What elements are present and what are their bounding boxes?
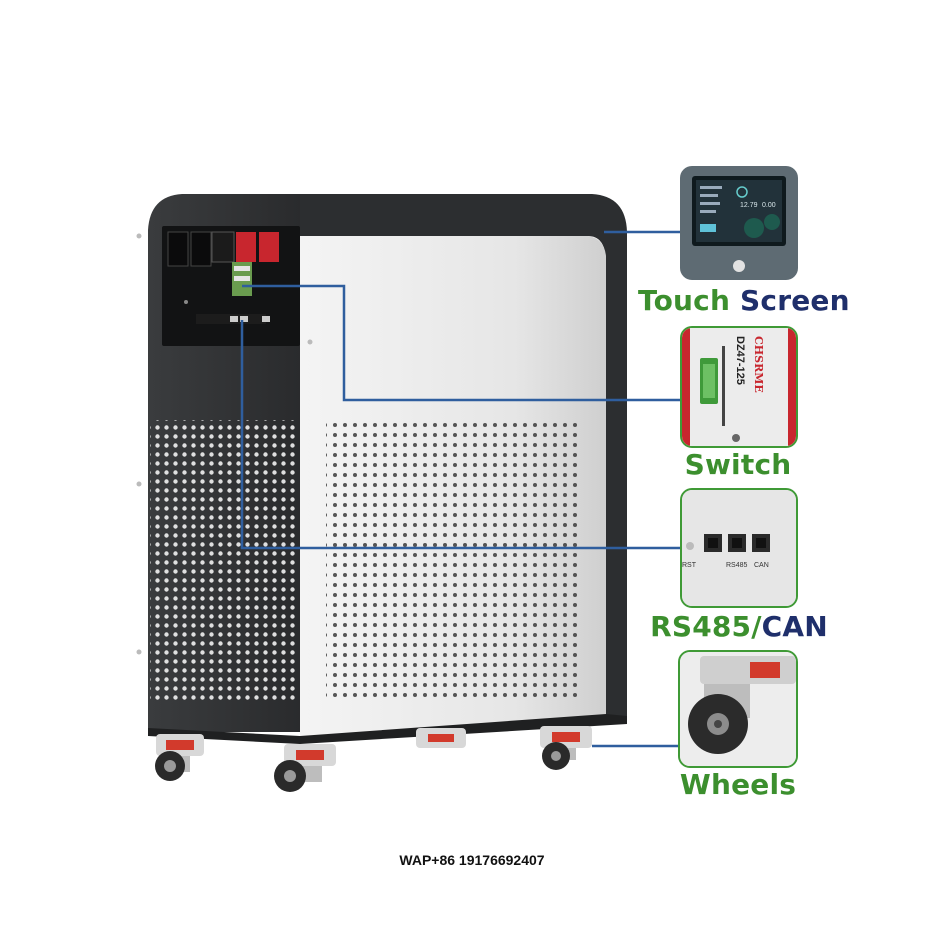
ports-callout: RST RS485 CAN — [680, 488, 798, 608]
ports-image — [682, 490, 796, 606]
leader-ports — [240, 320, 680, 550]
wheels-callout — [678, 650, 798, 768]
switch-callout: CHSRME DZ47-125 — [680, 326, 798, 448]
switch-model: DZ47-125 — [734, 336, 746, 385]
touch-screen-label: Touch Screen — [638, 284, 850, 317]
screen-readout-1: 12.79 — [740, 202, 758, 209]
contact-number: WAP+86 19176692407 — [399, 852, 545, 868]
touch-screen-image — [692, 176, 786, 272]
screen-readout-2: 0.00 — [762, 202, 776, 209]
switch-brand: CHSRME — [752, 336, 765, 393]
red-terminal-1 — [236, 232, 256, 262]
port-can-label: CAN — [754, 562, 769, 569]
wheel-front-left — [155, 734, 204, 781]
red-terminal-2 — [259, 232, 279, 262]
port-rst-label: RST — [682, 562, 696, 569]
port-rs485-label: RS485 — [726, 562, 748, 569]
leader-switch — [242, 284, 680, 402]
wheels-label: Wheels — [679, 768, 797, 801]
touch-screen-callout: 12.79 0.00 — [680, 166, 798, 280]
breaker-switch-image — [682, 328, 796, 446]
wheel-front-middle — [274, 744, 336, 792]
wheel-back-right — [540, 726, 592, 770]
leader-lines — [240, 230, 680, 748]
ports-label: RS485/CAN — [650, 610, 828, 643]
switch-label: Switch — [684, 448, 792, 481]
wheel-back-middle — [416, 728, 466, 748]
wheel-closeup-image — [680, 652, 796, 766]
